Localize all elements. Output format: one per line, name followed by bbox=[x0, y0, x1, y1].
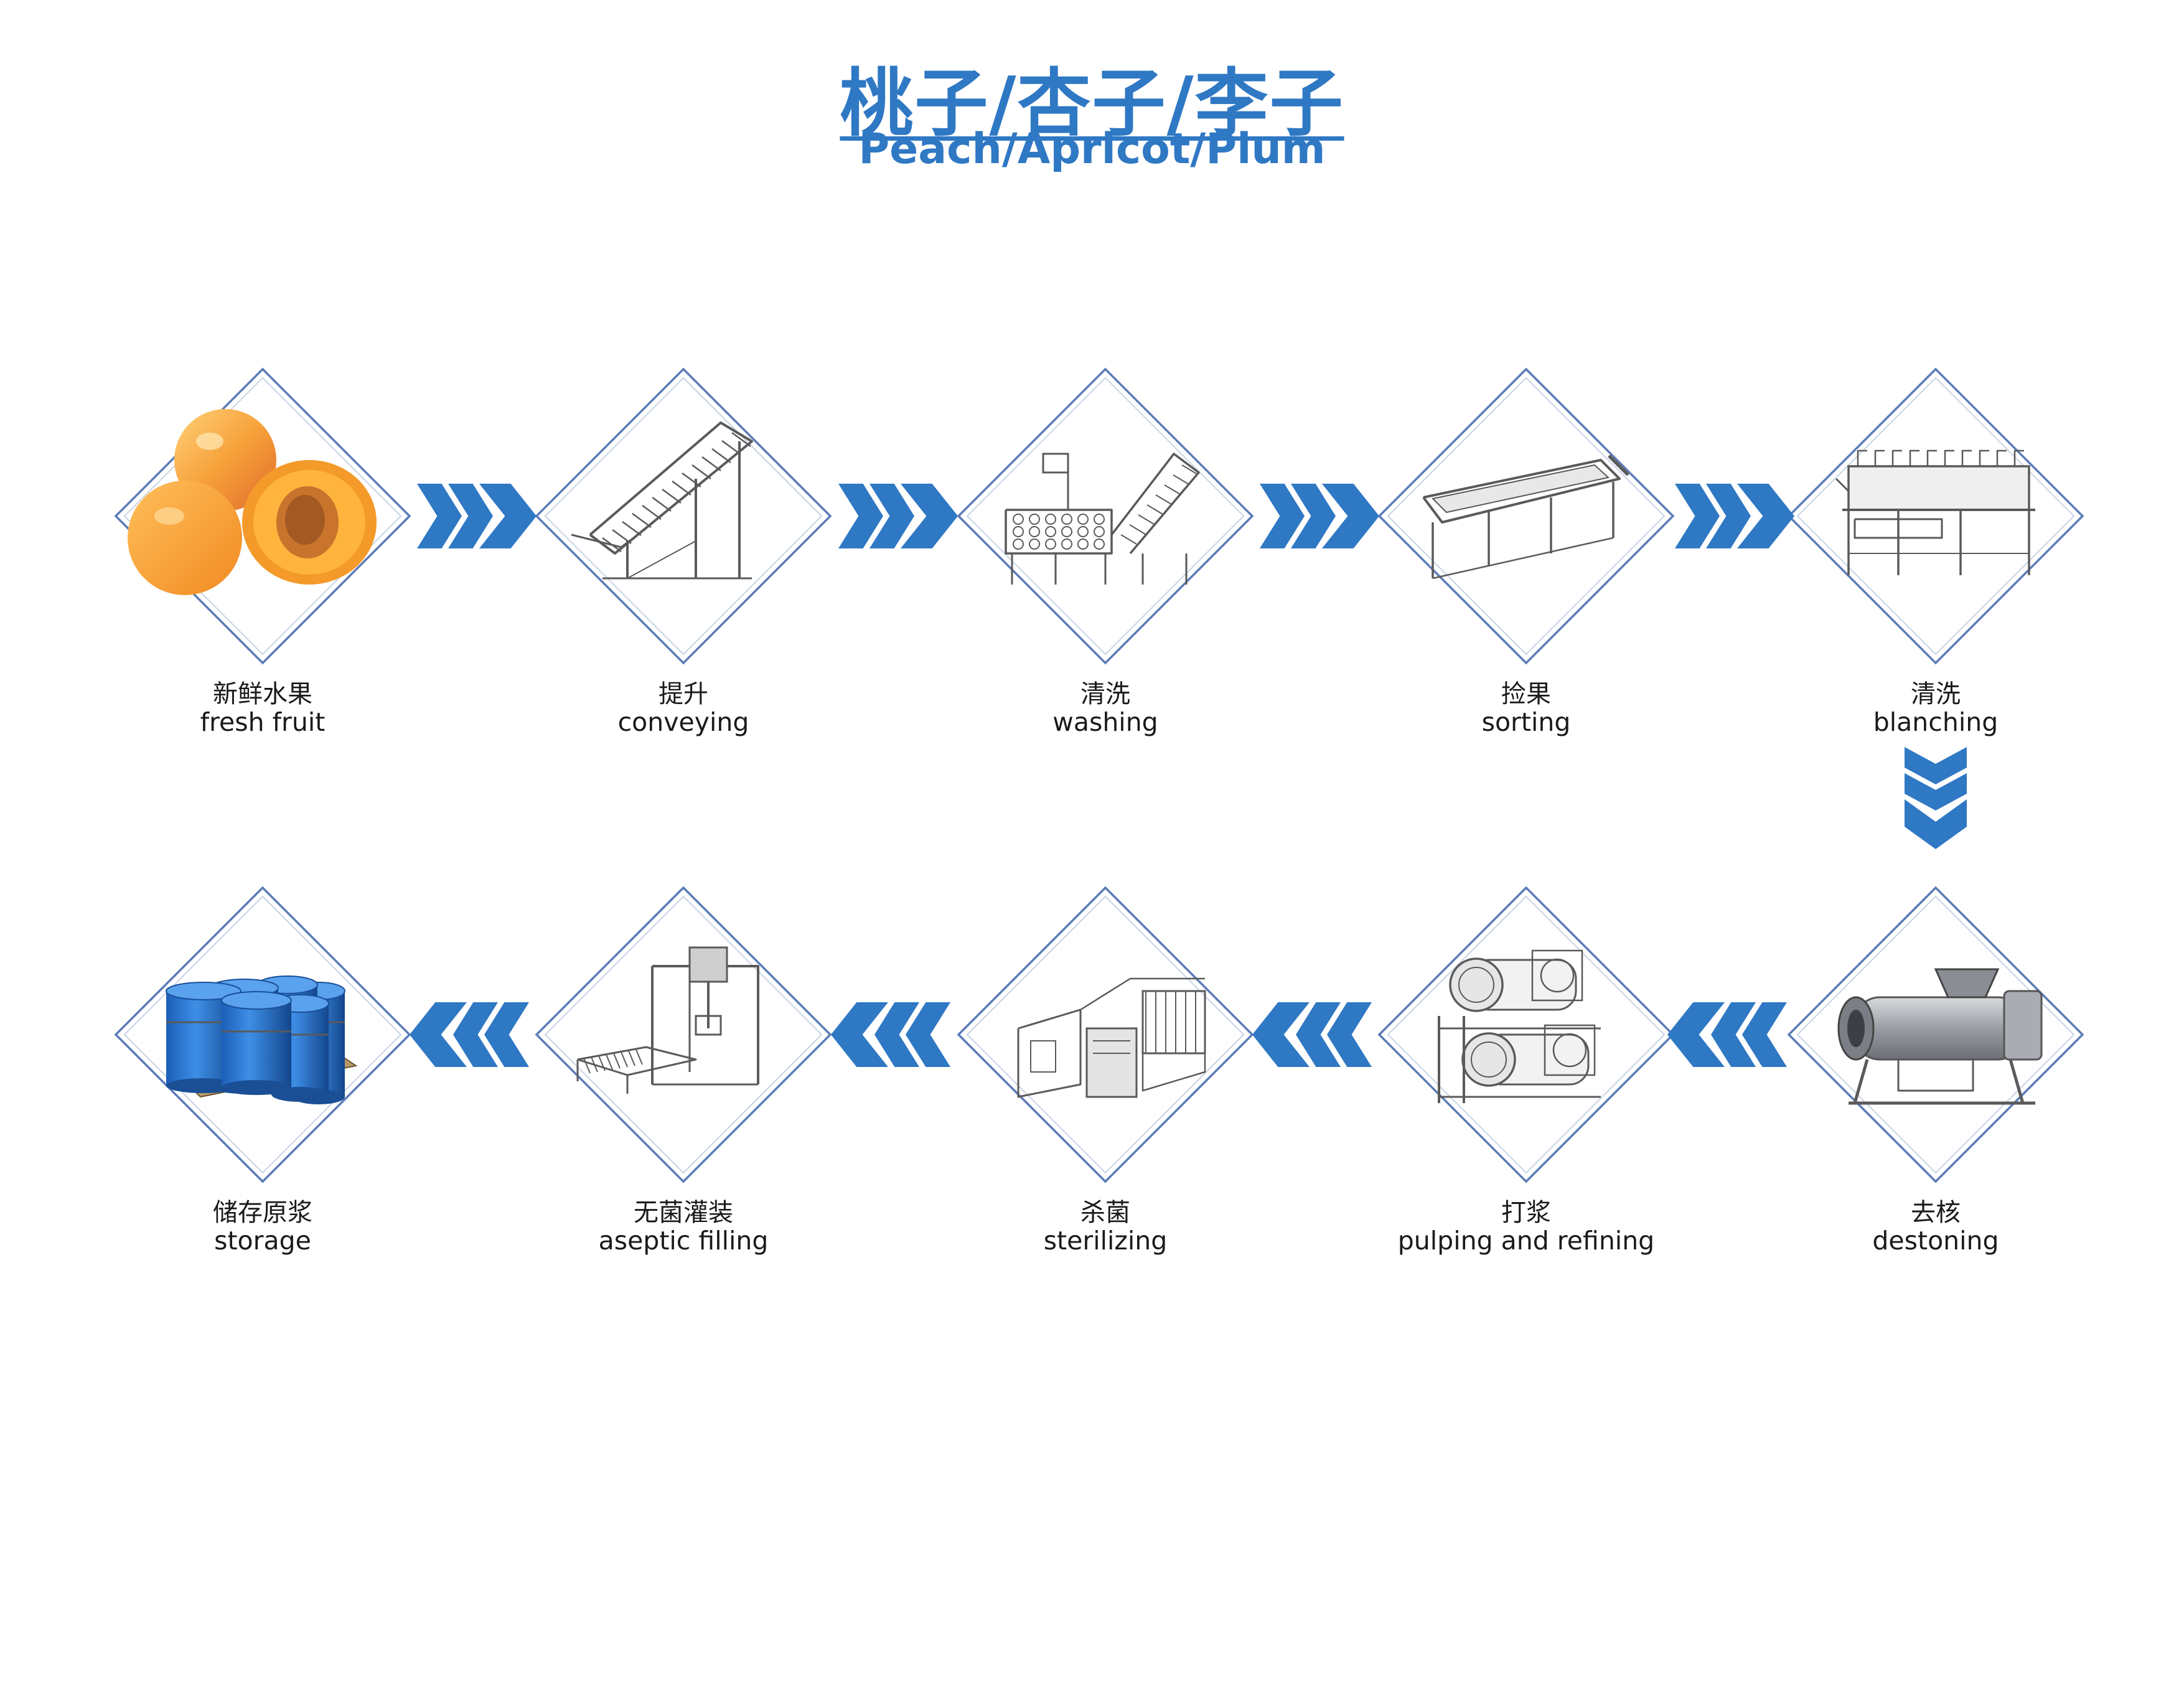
step-label-en: aseptic filling bbox=[598, 1226, 769, 1256]
flow-arrow-right bbox=[1260, 484, 1379, 548]
pulper-refiner-icon bbox=[1438, 949, 1601, 1103]
step-label-en: fresh fruit bbox=[200, 707, 326, 737]
step-label-en: sorting bbox=[1481, 707, 1571, 737]
washing-machine-icon bbox=[1005, 453, 1200, 585]
step-label-en: washing bbox=[1052, 707, 1158, 737]
flow-arrow-down bbox=[1905, 747, 1967, 849]
flow-arrow-right bbox=[838, 484, 958, 548]
flow-arrow-left bbox=[410, 1002, 529, 1067]
step-label-cn: 去核 bbox=[1911, 1198, 1961, 1227]
flow-arrow-right bbox=[1675, 484, 1794, 548]
page-title-en: Peach/Apricot/Plum bbox=[858, 125, 1326, 174]
elevator-conveyor-icon bbox=[571, 421, 753, 580]
step-label-en: storage bbox=[214, 1226, 311, 1256]
step-label-en: conveying bbox=[617, 707, 749, 737]
step-label-cn: 清洗 bbox=[1080, 680, 1130, 708]
step-label-cn: 储存原浆 bbox=[213, 1198, 312, 1227]
step-diamond bbox=[1377, 367, 1675, 665]
destoner-icon bbox=[1837, 968, 2043, 1105]
step-label-en: blanching bbox=[1873, 707, 1999, 737]
step-diamond bbox=[535, 367, 832, 665]
step-label-en: destoning bbox=[1872, 1226, 1999, 1256]
step-diamond bbox=[1787, 367, 2084, 665]
step-label-cn: 清洗 bbox=[1911, 680, 1961, 708]
blanching-machine-icon bbox=[1835, 449, 2035, 575]
step-label-en: sterilizing bbox=[1043, 1226, 1168, 1256]
step-diamond bbox=[957, 367, 1254, 665]
page-title-cn: 桃子/杏子/李子 bbox=[840, 60, 1344, 146]
sorting-table-icon bbox=[1422, 455, 1629, 580]
step-label-cn: 杀菌 bbox=[1080, 1198, 1130, 1227]
storage-drums-icon bbox=[166, 975, 358, 1104]
step-diamond bbox=[535, 886, 832, 1183]
aseptic-filler-icon bbox=[576, 946, 759, 1094]
step-label-cn: 新鲜水果 bbox=[213, 680, 312, 708]
step-label-cn: 打浆 bbox=[1501, 1198, 1551, 1227]
step-label-cn: 无菌灌装 bbox=[634, 1198, 733, 1227]
step-label-en: pulping and refining bbox=[1397, 1226, 1655, 1256]
step-label-cn: 提升 bbox=[658, 680, 708, 708]
flow-arrow-right bbox=[417, 484, 537, 548]
flow-arrow-left bbox=[1252, 1002, 1372, 1067]
sterilizer-icon bbox=[1017, 977, 1206, 1098]
flow-arrow-left bbox=[1667, 1002, 1787, 1067]
apricot-fruit-icon bbox=[128, 409, 377, 595]
step-label-cn: 捡果 bbox=[1501, 680, 1551, 708]
flow-arrow-left bbox=[831, 1002, 950, 1067]
